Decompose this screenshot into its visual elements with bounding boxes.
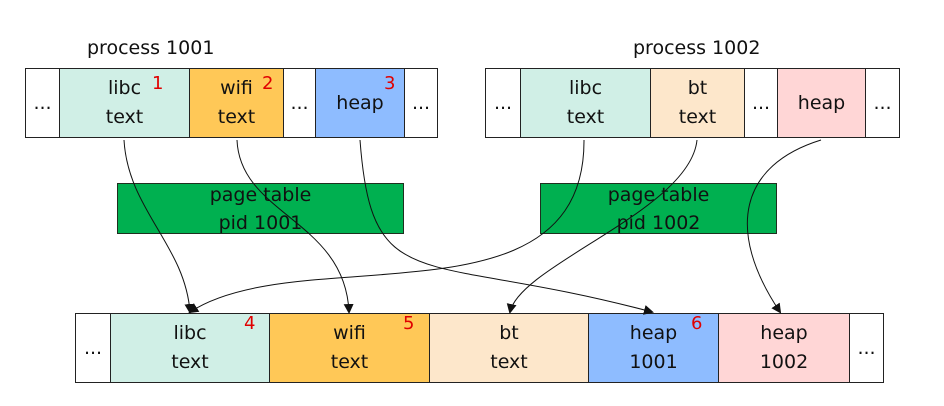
phys-ellipsis-left: ... bbox=[75, 313, 111, 383]
marker-1: 1 bbox=[152, 73, 164, 94]
marker-5: 5 bbox=[403, 313, 415, 334]
p1001-ellipsis-left: ... bbox=[25, 68, 60, 138]
process-1001-title: process 1001 bbox=[87, 37, 215, 59]
p1002-ellipsis-right: ... bbox=[865, 68, 900, 138]
arrow-p1002-heap-to-phys-heap1002 bbox=[746, 139, 822, 314]
marker-4: 4 bbox=[244, 313, 256, 334]
arrow-p1002-bt-to-phys-bt bbox=[506, 139, 698, 314]
arrow-p1001-libc-to-phys-libc bbox=[123, 139, 195, 314]
p1001-ellipsis-right: ... bbox=[404, 68, 438, 138]
p1002-ellipsis-mid: ... bbox=[744, 68, 778, 138]
p1001-ellipsis-mid: ... bbox=[283, 68, 316, 138]
arrow-p1001-heap-to-phys-heap1001 bbox=[359, 139, 654, 315]
marker-2: 2 bbox=[262, 73, 274, 94]
arrow-p1001-wifi-to-phys-wifi bbox=[236, 139, 354, 314]
marker-3: 3 bbox=[384, 73, 396, 94]
p1002-ellipsis-left: ... bbox=[485, 68, 521, 138]
arrow-p1002-libc-to-phys-libc bbox=[188, 139, 585, 314]
p1001-heap: heap bbox=[315, 68, 405, 138]
marker-6: 6 bbox=[691, 313, 703, 334]
process-1002-title: process 1002 bbox=[633, 37, 761, 59]
phys-ellipsis-right: ... bbox=[849, 313, 884, 383]
